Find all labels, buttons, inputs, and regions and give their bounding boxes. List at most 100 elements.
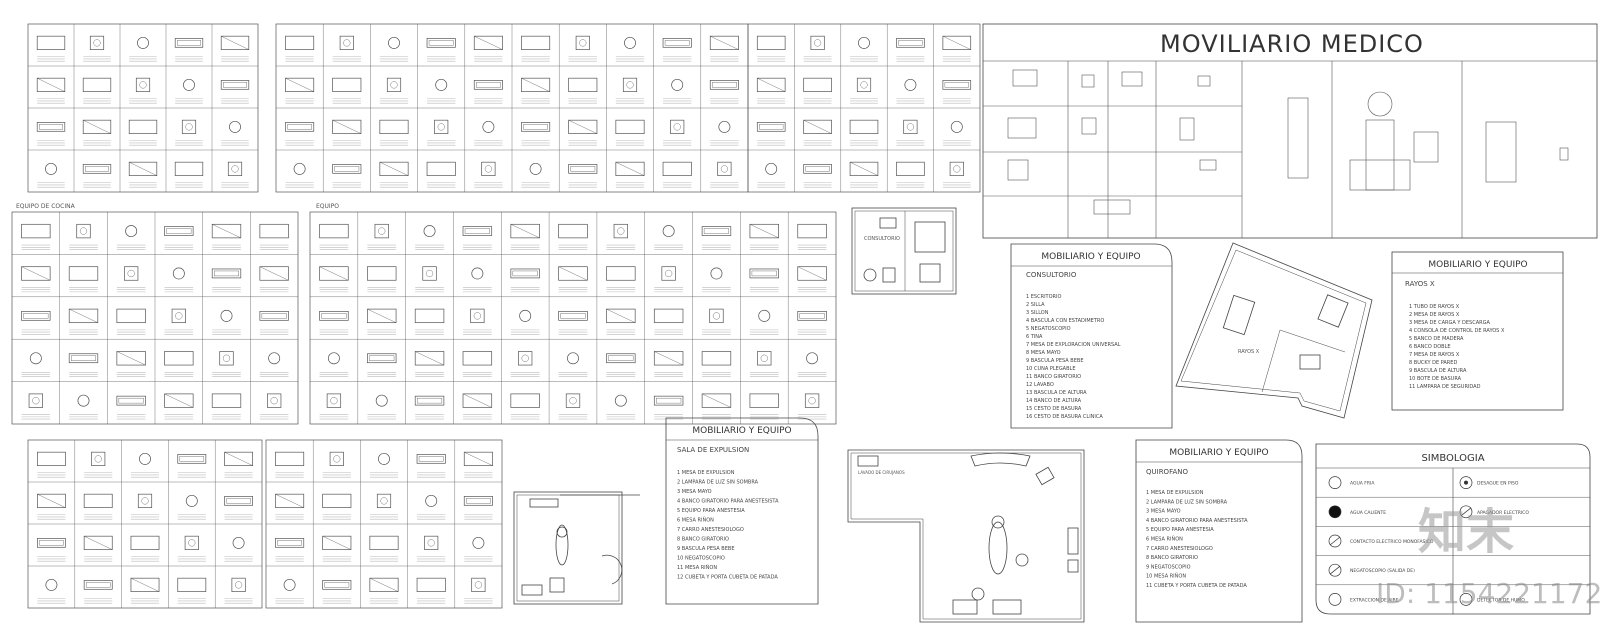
list-item: 8 BUCKY DE PARED bbox=[1409, 360, 1457, 366]
equipment-symbol bbox=[717, 161, 732, 176]
equipment-symbol bbox=[275, 451, 305, 466]
consultorio-plan-label: CONSULTORIO bbox=[864, 236, 900, 242]
equipment-symbol bbox=[164, 351, 194, 366]
list-item: 8 BANCO GIRATORIO bbox=[1146, 555, 1198, 561]
equipment-symbol bbox=[529, 162, 542, 175]
equipment-symbol bbox=[319, 223, 349, 239]
list-item: 6 TINA bbox=[1026, 334, 1043, 340]
equipment-symbol bbox=[749, 268, 779, 279]
symbol-label: CONTACTO ELECTRICO MONOFASICO bbox=[1350, 539, 1434, 545]
equipment-symbol bbox=[856, 77, 872, 92]
equipment-symbol bbox=[473, 80, 503, 90]
list-item: 6 MESA RIÑON bbox=[677, 517, 714, 524]
equipment-symbol bbox=[211, 268, 242, 279]
equipment-symbol bbox=[615, 161, 645, 176]
list-item: 10 NEGATOSCOPIO bbox=[677, 556, 725, 562]
list-item: 6 MESA RIÑON bbox=[1146, 536, 1183, 543]
equipment-symbol bbox=[285, 122, 315, 132]
equipment-symbol bbox=[125, 225, 138, 238]
equipment-symbol bbox=[388, 36, 400, 49]
equipment-symbol bbox=[181, 119, 197, 134]
list-item: 4 BASCULA CON ESTADIMETRO bbox=[1026, 318, 1104, 324]
equipment-symbol bbox=[283, 578, 296, 591]
equipment-symbol bbox=[82, 164, 112, 174]
equipment-symbol bbox=[45, 162, 57, 175]
equipment-symbol bbox=[858, 36, 870, 49]
equipment-symbol bbox=[710, 267, 723, 280]
watermark: 知末 ID: 1154221172 bbox=[1376, 504, 1600, 610]
equipment-symbol bbox=[322, 535, 352, 550]
equipment-symbol bbox=[416, 454, 446, 464]
equipment-symbol bbox=[386, 77, 402, 92]
equipment-symbol bbox=[227, 161, 243, 176]
equipment-symbol bbox=[756, 122, 786, 132]
equipment-symbol bbox=[614, 394, 627, 407]
symbol-label: NEGATOSCOPIO (SALIDA DE) bbox=[1350, 568, 1415, 574]
symbol-icon bbox=[1328, 476, 1342, 489]
equipment-symbol bbox=[567, 352, 579, 365]
equipment-symbol bbox=[653, 308, 684, 324]
panel-rayos-x-subtitle: RAYOS X bbox=[1405, 280, 1435, 288]
equipment-symbol bbox=[849, 161, 879, 176]
watermark-brand: 知末 bbox=[1418, 504, 1514, 560]
equipment-symbol bbox=[904, 78, 917, 91]
panel-expulsion-subtitle: SALA DE EXPULSION bbox=[677, 446, 749, 454]
quirofano-plan: LAVADO DE CIRUJANOS bbox=[847, 449, 1085, 623]
list-item: 2 LAMPARA DE LUZ SIN SOMBRA bbox=[677, 480, 759, 486]
list-item: 11 BANCO GIRATORIO bbox=[1026, 374, 1081, 380]
list-item: 1 TUBO DE RAYOS X bbox=[1409, 304, 1460, 310]
equipment-symbol bbox=[424, 535, 439, 550]
list-item: 5 EQUIPO PARA ANESTESIA bbox=[1146, 527, 1214, 533]
equipment-symbol bbox=[379, 119, 409, 134]
equipment-symbol bbox=[414, 351, 445, 366]
equipment-symbol bbox=[36, 122, 66, 132]
equipment-symbol bbox=[568, 164, 598, 174]
list-item: 4 CONSOLA DE CONTROL DE RAYOS X bbox=[1409, 328, 1505, 334]
equipment-symbol bbox=[332, 119, 362, 134]
equipment-symbol bbox=[756, 35, 786, 50]
equipment-symbol bbox=[220, 309, 233, 322]
equipment-symbol bbox=[267, 393, 282, 408]
list-item: 10 BOTE DE BASURA bbox=[1409, 376, 1462, 382]
equipment-symbol bbox=[482, 120, 495, 133]
equipment-symbol bbox=[28, 393, 43, 408]
equipment-symbol bbox=[568, 119, 598, 134]
list-item: 6 BANCO DOBLE bbox=[1409, 344, 1451, 350]
list-item: 4 BANCO GIRATORIO PARA ANESTESISTA bbox=[677, 499, 779, 505]
equipment-symbol bbox=[622, 77, 638, 92]
equipment-symbol bbox=[171, 308, 186, 324]
equipment-symbol bbox=[83, 580, 113, 590]
equipment-symbol bbox=[425, 494, 438, 507]
list-item: 7 CARRO ANESTESIOLOGO bbox=[677, 527, 744, 533]
equipment-symbol bbox=[942, 80, 972, 90]
panel-quirofano-subtitle: QUIROFANO bbox=[1146, 468, 1188, 476]
panel-rayos-x-header: MOBILIARIO Y EQUIPO bbox=[1428, 260, 1527, 270]
equipment-symbol bbox=[519, 309, 532, 322]
list-item: 11 LAMPARA DE SEGURIDAD bbox=[1409, 384, 1481, 390]
equipment-symbol bbox=[606, 266, 636, 281]
equipment-symbol bbox=[463, 496, 493, 506]
symbol-label: DETECTOR DE HUMO bbox=[1477, 597, 1525, 603]
equipment-symbol bbox=[77, 394, 90, 407]
list-item: 8 MESA MAYO bbox=[1026, 350, 1061, 356]
equipment-symbol bbox=[135, 77, 151, 92]
equipment-symbol bbox=[124, 266, 139, 281]
equipment-symbol bbox=[232, 536, 245, 549]
equipment-symbol bbox=[950, 120, 963, 133]
panel-expulsion-header: MOBILIARIO Y EQUIPO bbox=[692, 426, 791, 436]
equipment-symbol bbox=[37, 493, 66, 508]
equipment-symbol bbox=[164, 226, 194, 236]
equipment-symbol bbox=[329, 451, 344, 466]
equipment-symbol bbox=[177, 454, 207, 464]
main-title: MOVILIARIO MEDICO bbox=[1160, 30, 1424, 58]
equipment-symbol bbox=[481, 161, 496, 176]
equipment-symbol bbox=[116, 308, 146, 324]
equipment-symbol bbox=[462, 393, 493, 408]
equipment-symbol bbox=[806, 352, 819, 365]
equipment-symbol bbox=[718, 120, 731, 133]
symbol-grid bbox=[309, 211, 837, 425]
equipment-symbol bbox=[423, 225, 436, 238]
equipment-symbol bbox=[670, 119, 685, 134]
equipment-symbol bbox=[137, 493, 153, 508]
list-item: 13 BASCULA DE ALTURA bbox=[1026, 390, 1087, 396]
